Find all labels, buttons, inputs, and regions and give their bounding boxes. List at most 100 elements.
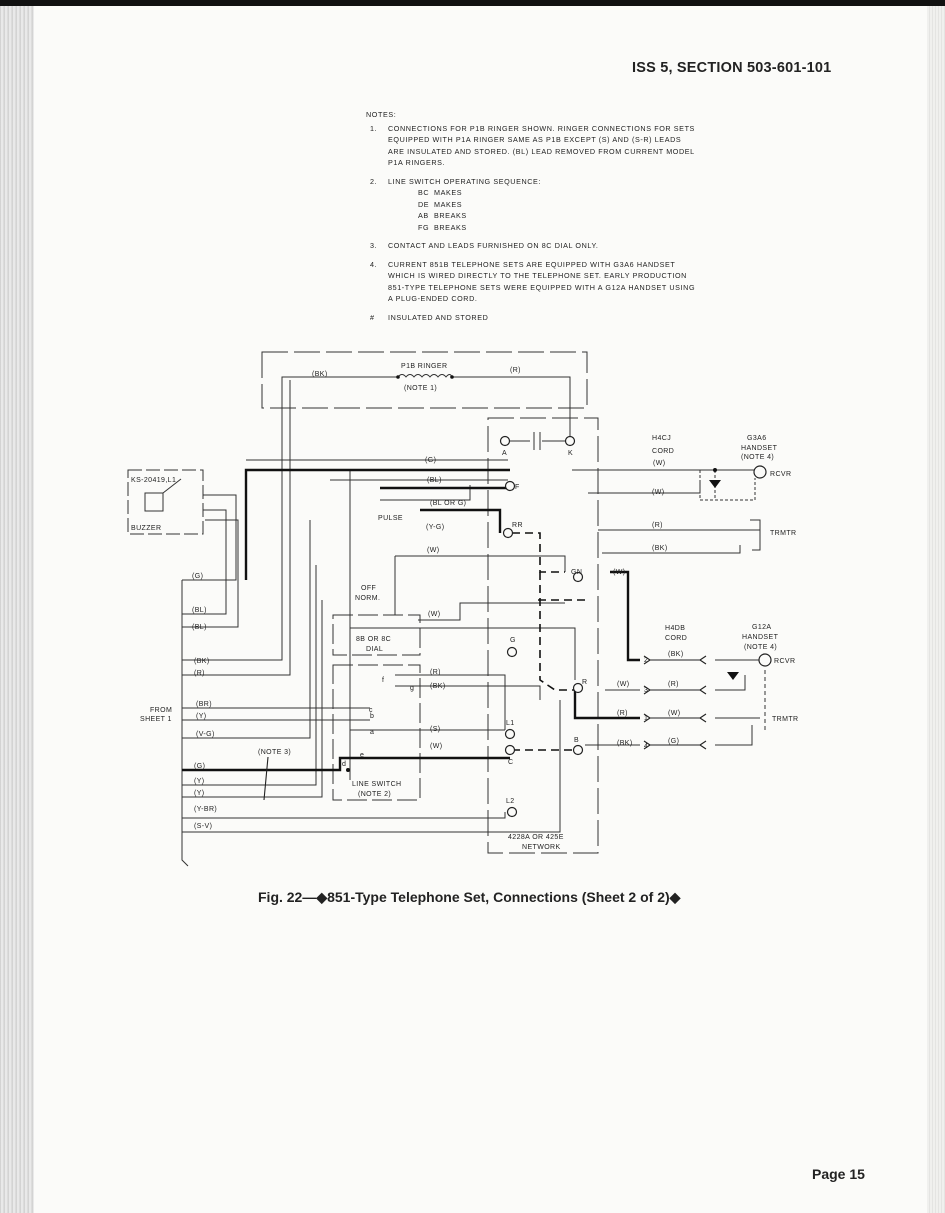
- line-switch-line1: LINE SWITCH: [352, 781, 402, 788]
- terminal-label-rr: RR: [512, 522, 523, 529]
- g3a6-receiver: [753, 465, 767, 479]
- h4db-line2: CORD: [665, 635, 687, 642]
- lead-w-rcvr: [588, 480, 701, 494]
- buzzer-contact: [162, 478, 182, 494]
- network-line1: 4228A OR 425E: [508, 834, 564, 841]
- cord-lead-r: (R): [652, 522, 663, 529]
- terminal-label-l2: L2: [506, 798, 515, 805]
- note-number: 4.: [370, 259, 378, 269]
- right-lead-r: (R): [617, 710, 628, 717]
- sequence-contact: fg: [418, 222, 430, 232]
- note-text: INSULATED AND STORED: [388, 312, 489, 322]
- inner-lead-bl: (BL): [427, 477, 442, 484]
- inner-lead-r: (R): [430, 669, 441, 676]
- sequence-action: MAKES: [434, 199, 463, 209]
- network-line2: NETWORK: [522, 844, 561, 851]
- lead-v-g: [182, 520, 311, 739]
- right-lead-w: (W): [617, 681, 629, 688]
- left-lead-label: (BL): [192, 624, 207, 631]
- sequence-row: de MAKES: [418, 199, 696, 211]
- lead-w-gn: [610, 571, 640, 661]
- ringer-label: P1B RINGER: [401, 363, 447, 370]
- inner-lead-w3: (W): [430, 743, 442, 750]
- buzzer-coil: [144, 492, 164, 512]
- capacitor-plates: [533, 432, 541, 450]
- terminal-label-b: B: [574, 737, 579, 744]
- inner-lead-g: (G): [425, 457, 436, 464]
- inner-lead-w1: (W): [427, 547, 439, 554]
- cord-lead-bk: (BK): [652, 545, 668, 552]
- buzzer-box: [127, 469, 204, 535]
- terminal-k: [564, 435, 576, 447]
- dial-label-line1: 8B OR 8C: [356, 636, 391, 643]
- plug-color-1: (W): [668, 710, 680, 717]
- lead-y-br: [182, 812, 506, 819]
- terminal-r: [572, 682, 584, 694]
- g3a6-trmtr-label: TRMTR: [770, 530, 797, 537]
- contact-e: e: [360, 752, 364, 759]
- heavy-r-plug: [573, 690, 640, 720]
- ringer-bk-lead: [182, 376, 344, 661]
- scan-left-edge: [0, 6, 34, 1213]
- buzzer-label: BUZZER: [131, 525, 161, 532]
- contact-a: a: [370, 729, 374, 736]
- note-text: CURRENT 851B TELEPHONE SETS ARE EQUIPPED…: [388, 259, 696, 304]
- note3-label: (NOTE 3): [258, 749, 291, 756]
- note-text: CONTACT AND LEADS FURNISHED ON 8C DIAL O…: [388, 241, 599, 250]
- plug-arrow-3: [643, 685, 707, 695]
- note-insulated: # INSULATED AND STORED: [366, 312, 696, 324]
- terminal-label-gn: GN: [571, 569, 582, 576]
- inner-lead-w2: (W): [428, 611, 440, 618]
- contact-g: g: [410, 685, 414, 692]
- note-3: 3. CONTACT AND LEADS FURNISHED ON 8C DIA…: [366, 240, 696, 252]
- contact-b: b: [370, 713, 374, 720]
- terminal-g: [506, 646, 518, 658]
- ringer-joint-left: [396, 375, 400, 379]
- g12a-receiver: [758, 653, 772, 667]
- right-lead-w: (W): [613, 569, 625, 576]
- heavy-gn-plug: [610, 570, 640, 662]
- left-lead-label: (G): [194, 763, 205, 770]
- heavy-g-switch: [182, 756, 510, 772]
- left-lead-label: (R): [194, 670, 205, 677]
- h4cj-line3: (W): [653, 460, 665, 467]
- varistor-g3a6: [709, 480, 721, 488]
- g12a-wiring: [715, 659, 760, 746]
- g3a6-rcvr-label: RCVR: [770, 471, 791, 478]
- sequence-contact: de: [418, 199, 430, 209]
- from-sheet-bracket: [181, 580, 189, 867]
- g3a6-wiring: [699, 470, 756, 501]
- left-lead-label: (Y): [196, 713, 207, 720]
- switch-sequence: bcMAKES deMAKES abBREAKS fgBREAKS: [418, 187, 696, 233]
- g12a-rcvr-label: RCVR: [774, 658, 795, 665]
- terminal-label-r: R: [582, 679, 587, 686]
- cord-lead-w: (W): [652, 489, 664, 496]
- sequence-contact: ab: [418, 211, 429, 220]
- note3-pointer: [263, 756, 269, 801]
- note-4: 4. CURRENT 851B TELEPHONE SETS ARE EQUIP…: [366, 259, 696, 305]
- plug-arrow-1: [643, 713, 707, 723]
- g12a-line2: HANDSET: [742, 634, 779, 641]
- note-number: 3.: [370, 241, 378, 250]
- heavy-g-lead: [244, 468, 510, 580]
- plug-color-3: (R): [668, 681, 679, 688]
- ringer-coil: [397, 374, 453, 378]
- h4cj-line1: H4CJ: [652, 435, 671, 442]
- terminal-label-c: C: [508, 759, 513, 766]
- sequence-row: bcMAKES: [418, 187, 696, 199]
- ringer-box: [261, 351, 588, 409]
- g3a6-line1: G3A6: [747, 435, 767, 442]
- lead-y-2: [182, 565, 317, 786]
- lead-bl-1: [182, 509, 227, 615]
- sequence-action: MAKES: [434, 188, 463, 197]
- ringer-note: (NOTE 1): [404, 385, 437, 392]
- plug-arrow-4: [643, 740, 707, 750]
- lead-w-offnorm: [395, 555, 566, 572]
- g3a6-line3: (NOTE 4): [741, 454, 774, 461]
- note-1: 1. CONNECTIONS FOR P1B RINGER SHOWN. RIN…: [366, 123, 696, 169]
- inner-lead-s: (S): [430, 726, 441, 733]
- g3a6-trmtr: [750, 519, 761, 551]
- terminal-gn: [572, 571, 584, 583]
- dial-box: [332, 614, 421, 656]
- plug-pin-4: 4: [644, 743, 648, 750]
